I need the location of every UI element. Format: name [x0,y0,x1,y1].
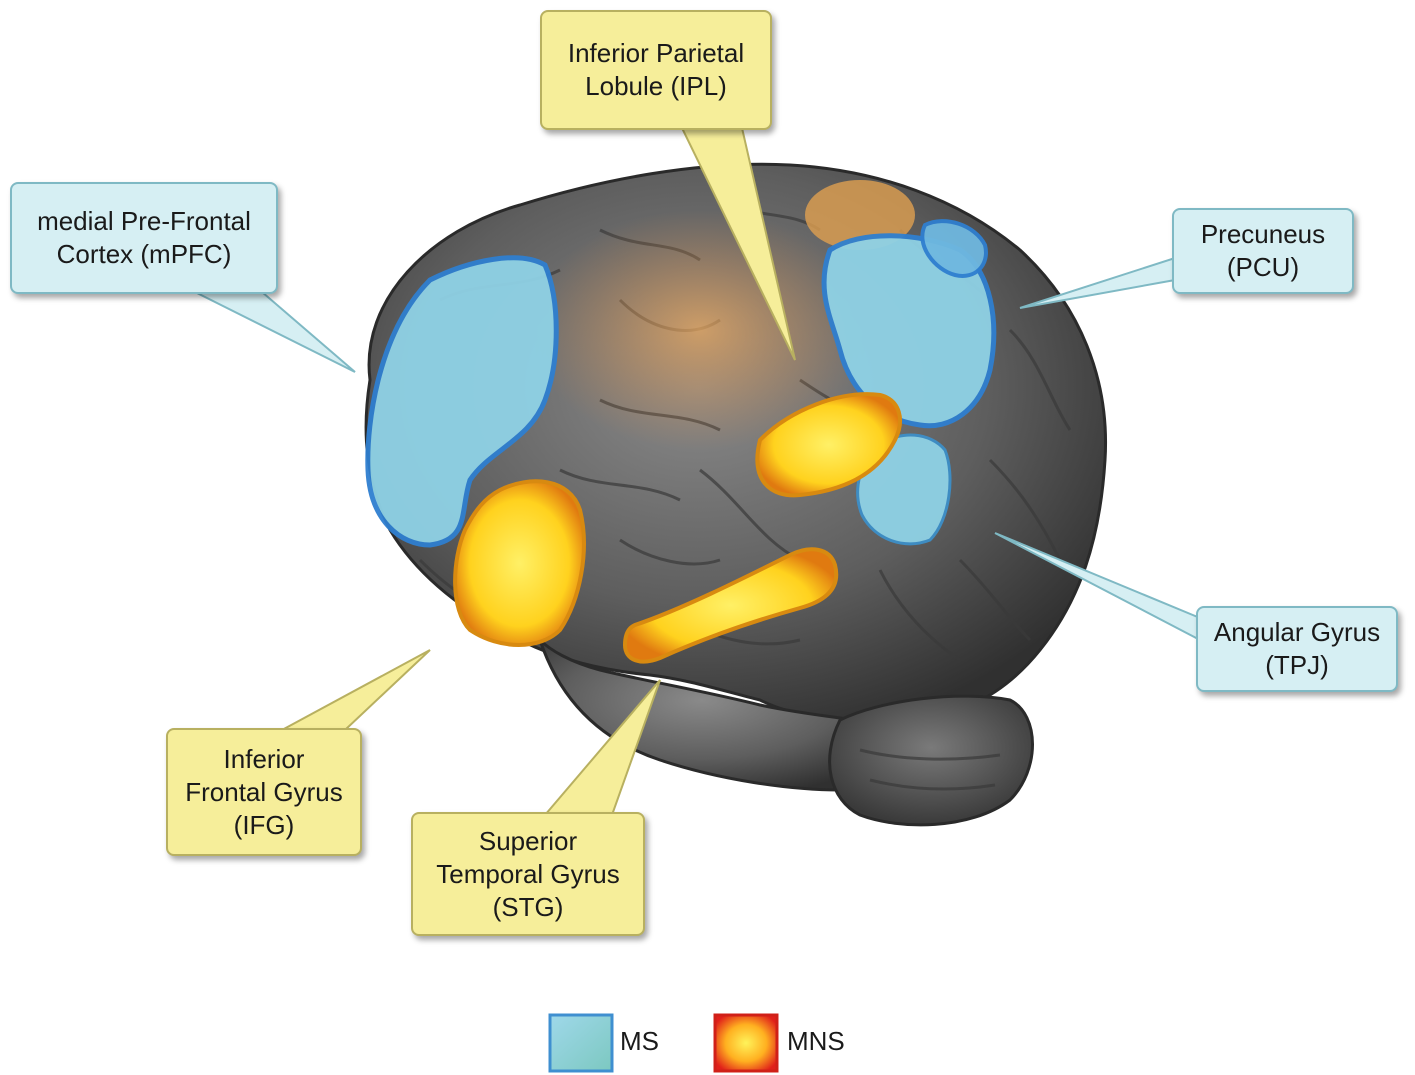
ifg-label: Inferior Frontal Gyrus (IFG) [185,743,343,840]
mns-regions [453,392,902,664]
stg-callout: Superior Temporal Gyrus (STG) [411,812,645,936]
ms-legend-label: MS [620,1026,659,1056]
ipl-label: Inferior Parietal Lobule (IPL) [567,38,745,101]
ipl-region [755,392,902,498]
stg-region [622,547,839,664]
ipl-callout: Inferior Parietal Lobule (IPL) [540,10,772,130]
ms-regions [365,219,997,548]
mns-swatch [713,1013,779,1073]
ifg-region [453,479,586,647]
mpfc-callout: medial Pre-Frontal Cortex (mPFC) [10,182,278,294]
ifg-callout: Inferior Frontal Gyrus (IFG) [166,728,362,856]
mns-legend-label: MNS [787,1026,845,1056]
pcu-label: Precuneus (PCU) [1200,219,1326,282]
mpfc-region [365,255,559,548]
angular-callout: Angular Gyrus (TPJ) [1196,606,1398,692]
stg-label: Superior Temporal Gyrus (STG) [436,825,620,922]
angular-label: Angular Gyrus (TPJ) [1213,617,1381,680]
ifg-pointer [281,649,431,731]
callout-pointers [194,127,1201,816]
precuneus-upper-region [920,219,988,278]
mpfc-label: medial Pre-Frontal Cortex (mPFC) [37,206,251,269]
ms-swatch [548,1013,614,1073]
mpfc-pointer [194,291,356,373]
pcu-callout: Precuneus (PCU) [1172,208,1354,294]
